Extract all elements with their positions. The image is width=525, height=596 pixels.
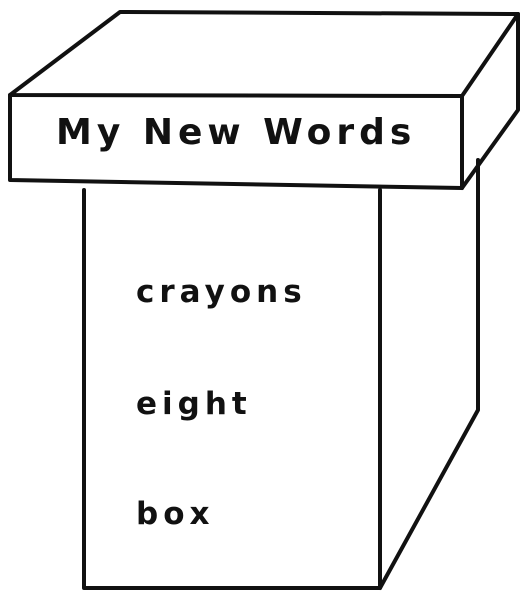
word-box: box — [136, 496, 214, 532]
box-side-face — [380, 160, 478, 588]
word-eight: eight — [136, 386, 252, 422]
word-crayons: crayons — [136, 274, 307, 310]
lid-top-face — [10, 12, 518, 96]
lid-title: My New Words — [56, 112, 416, 153]
lid-side-face — [462, 14, 518, 188]
